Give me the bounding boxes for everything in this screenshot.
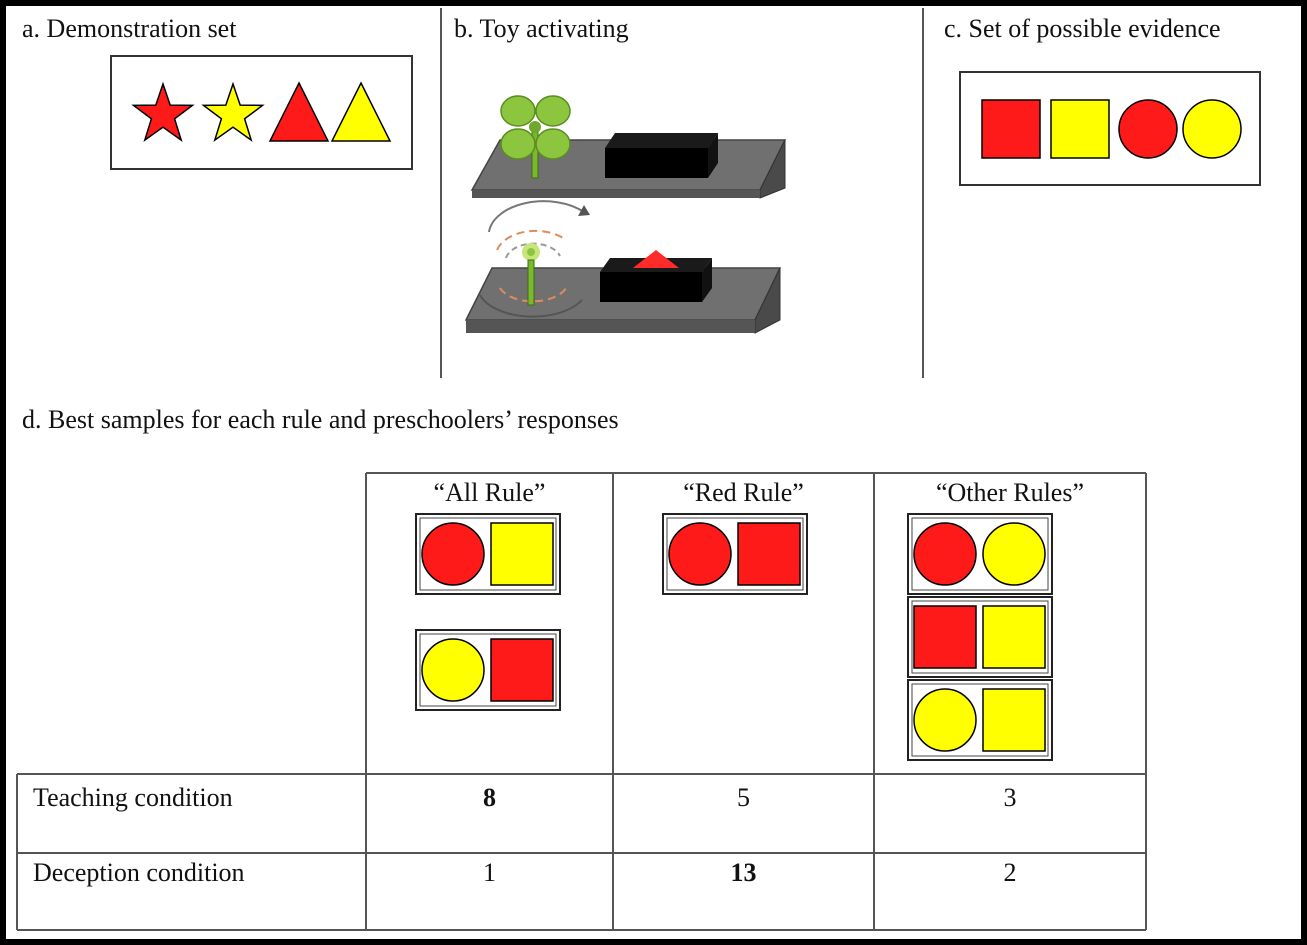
results-table-grid bbox=[16, 472, 1147, 931]
red-circle-icon bbox=[668, 522, 732, 586]
yellow-circle-icon bbox=[913, 688, 977, 752]
red-circle-icon bbox=[421, 522, 485, 586]
teaching-red-rule-value: 5 bbox=[737, 783, 750, 812]
deception-all-rule-value: 1 bbox=[483, 858, 496, 887]
toy-platform-active bbox=[464, 200, 782, 334]
toy-box-inactive bbox=[605, 133, 718, 178]
column-header-all-rule: “All Rule” bbox=[433, 478, 546, 507]
teaching-other-rules-value: 3 bbox=[1003, 783, 1017, 812]
panel-d-title: d. Best samples for each rule and presch… bbox=[22, 405, 619, 434]
yellow-triangle-icon bbox=[330, 81, 392, 142]
spinning-motion-icon bbox=[479, 200, 590, 318]
yellow-circle-icon bbox=[1182, 99, 1242, 159]
deception-red-rule-value: 13 bbox=[730, 858, 757, 887]
red-square-icon bbox=[490, 638, 554, 702]
other-rules-sample-card bbox=[907, 596, 1053, 678]
yellow-square-icon bbox=[1050, 99, 1110, 159]
yellow-circle-icon bbox=[421, 638, 485, 702]
yellow-square-icon bbox=[490, 522, 554, 586]
red-star-icon bbox=[131, 81, 195, 142]
deception-other-rules-value: 2 bbox=[1003, 858, 1017, 887]
red-circle-icon bbox=[1118, 99, 1178, 159]
panel-b-title: b. Toy activating bbox=[454, 14, 629, 43]
red-circle-icon bbox=[913, 522, 977, 586]
yellow-circle-icon bbox=[982, 522, 1046, 586]
possible-evidence-shapes bbox=[981, 99, 1242, 159]
teaching-all-rule-value: 8 bbox=[483, 783, 496, 812]
panel-a-title: a. Demonstration set bbox=[22, 14, 237, 43]
all-rule-sample-card bbox=[415, 513, 561, 595]
red-square-icon bbox=[913, 605, 977, 669]
toy-platform-inactive bbox=[470, 95, 787, 199]
red-triangle-icon bbox=[268, 81, 330, 142]
red-square-icon bbox=[737, 522, 801, 586]
demonstration-set-box bbox=[110, 55, 413, 170]
sample-cards bbox=[415, 513, 1053, 761]
demonstration-shapes bbox=[131, 81, 392, 142]
other-rules-sample-card bbox=[907, 513, 1053, 595]
yellow-square-icon bbox=[982, 605, 1046, 669]
panel-c-title: c. Set of possible evidence bbox=[944, 14, 1221, 43]
column-header-other-rules: “Other Rules” bbox=[935, 478, 1084, 507]
activation-light bbox=[633, 250, 679, 268]
red-square-icon bbox=[981, 99, 1041, 159]
row-label-deception: Deception condition bbox=[33, 858, 245, 887]
flower-icon bbox=[500, 95, 571, 179]
toy-illustration bbox=[464, 95, 787, 334]
possible-evidence-box bbox=[959, 71, 1261, 186]
yellow-square-icon bbox=[982, 688, 1046, 752]
row-label-teaching: Teaching condition bbox=[33, 783, 233, 812]
yellow-star-icon bbox=[201, 81, 265, 142]
toy-box-active bbox=[600, 250, 712, 302]
column-header-red-rule: “Red Rule” bbox=[683, 478, 804, 507]
all-rule-sample-card bbox=[415, 629, 561, 711]
red-rule-sample-card bbox=[662, 513, 808, 595]
other-rules-sample-card bbox=[907, 679, 1053, 761]
